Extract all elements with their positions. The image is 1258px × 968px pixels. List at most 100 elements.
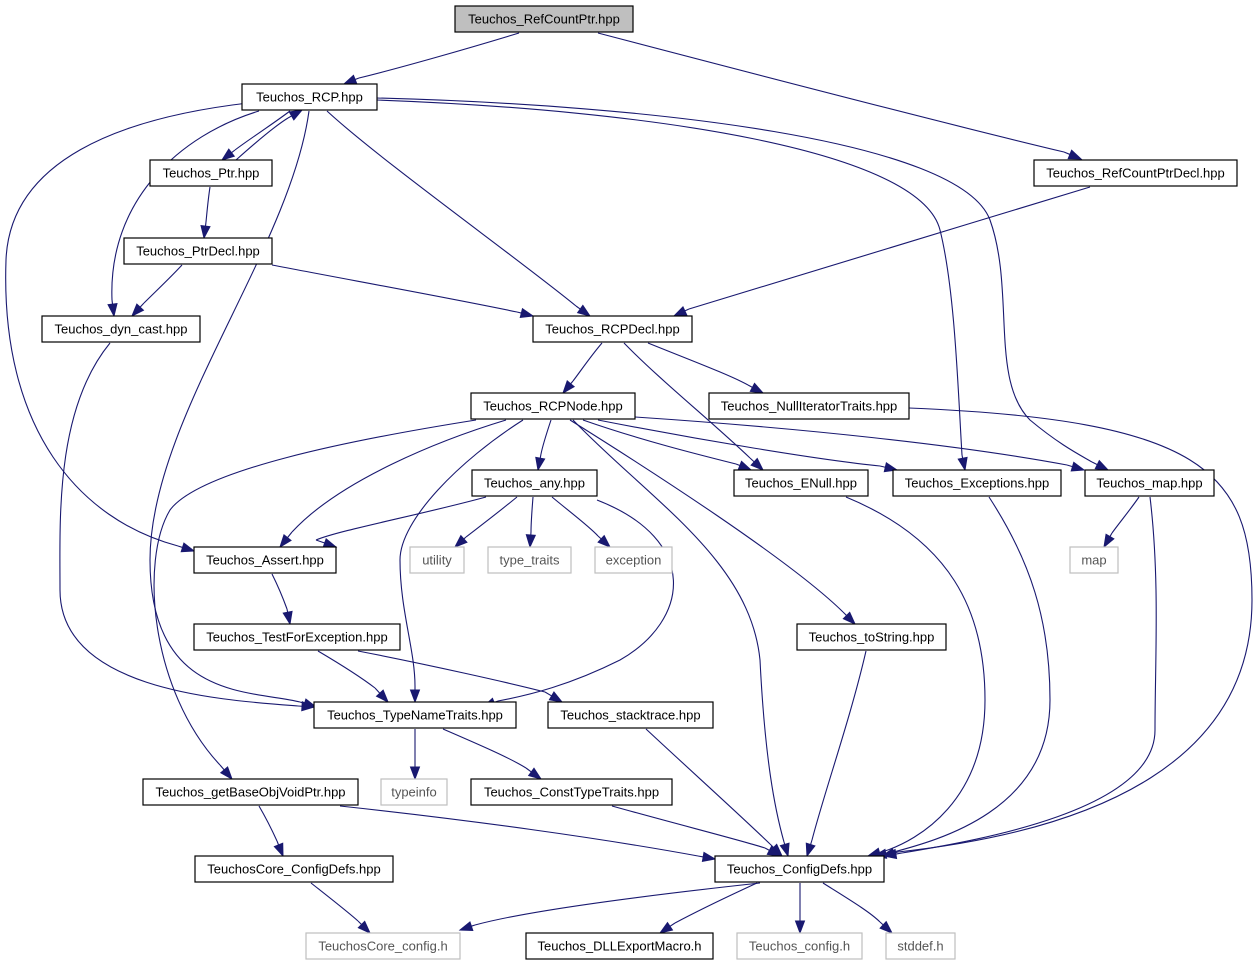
edge-line — [315, 496, 487, 541]
edge-coreconfigdefs-to-coreconfig — [310, 882, 372, 935]
node-map[interactable]: Teuchos_map.hpp — [1084, 469, 1215, 497]
arrowhead — [282, 610, 293, 626]
arrowhead — [1103, 533, 1115, 549]
arrowhead — [701, 851, 717, 862]
node-dllexport[interactable]: Teuchos_DLLExportMacro.h — [525, 932, 714, 960]
node-refcountptrdecl[interactable]: Teuchos_RefCountPtrDecl.hpp — [1033, 159, 1238, 187]
arrowhead — [273, 842, 284, 858]
node-box — [41, 315, 201, 343]
node-consttypetraits[interactable]: Teuchos_ConstTypeTraits.hpp — [470, 778, 673, 806]
arrowhead — [220, 148, 236, 161]
edge-line — [597, 419, 881, 467]
edge-line — [611, 805, 766, 849]
node-configdefs[interactable]: Teuchos_ConfigDefs.hpp — [714, 855, 885, 883]
arrowhead — [301, 701, 316, 712]
arrowhead — [519, 307, 535, 319]
edge-line — [271, 573, 288, 610]
node-testforexc[interactable]: Teuchos_TestForException.hpp — [193, 623, 401, 651]
node-stacktrace[interactable]: Teuchos_stacktrace.hpp — [547, 701, 714, 729]
node-nulliter[interactable]: Teuchos_NullIteratorTraits.hpp — [708, 392, 910, 420]
edge-line — [317, 650, 376, 689]
node-any[interactable]: Teuchos_any.hpp — [471, 469, 598, 497]
edge-line-tail — [749, 457, 755, 463]
arrowhead — [288, 109, 304, 121]
node-label: Teuchos_RefCountPtrDecl.hpp — [1046, 166, 1225, 181]
node-typetraits[interactable]: type_traits — [487, 546, 572, 574]
node-tostring[interactable]: Teuchos_toString.hpp — [796, 623, 947, 651]
edge-refcountptr-to-refcountptrdecl — [597, 32, 1083, 160]
edge-testforexc-to-typenametraits — [317, 650, 389, 704]
edge-line — [153, 419, 477, 766]
edge-rcp-to-assert — [5, 102, 249, 553]
edge-line — [291, 419, 507, 533]
edge-rcpdecl-to-rcpnode — [562, 342, 603, 395]
node-label: Teuchos_ENull.hpp — [745, 476, 857, 491]
edge-line-tail — [764, 847, 770, 851]
node-config[interactable]: Teuchos_config.h — [736, 932, 863, 960]
node-box — [194, 855, 394, 883]
node-label: Teuchos_RCPNode.hpp — [483, 399, 622, 414]
node-typeinfo[interactable]: typeinfo — [380, 778, 448, 806]
arrowhead — [375, 689, 389, 704]
node-box — [892, 469, 1062, 497]
node-label: Teuchos_Ptr.hpp — [163, 166, 260, 181]
node-assert[interactable]: Teuchos_Assert.hpp — [193, 546, 337, 574]
arrowhead — [658, 921, 674, 934]
node-exception[interactable]: exception — [594, 546, 673, 574]
arrowhead — [1067, 149, 1083, 160]
edge-line-tail — [139, 302, 145, 308]
edge-line — [623, 342, 751, 459]
node-label: stddef.h — [897, 939, 943, 954]
node-utility[interactable]: utility — [409, 546, 465, 574]
node-dyncast[interactable]: Teuchos_dyn_cast.hpp — [41, 315, 201, 343]
edge-any-to-utility — [453, 496, 518, 548]
arrowhead — [458, 921, 474, 932]
node-stddef[interactable]: stddef.h — [885, 932, 956, 960]
edge-line — [271, 264, 518, 313]
edge-line — [357, 650, 546, 693]
edge-line-tail — [276, 840, 280, 846]
edge-configdefs-to-config — [794, 883, 806, 935]
edge-line — [258, 805, 278, 842]
edge-map-to-configdefs — [882, 496, 1157, 860]
node-box — [525, 932, 714, 960]
node-coreconfigdefs[interactable]: TeuchosCore_ConfigDefs.hpp — [194, 855, 394, 883]
edge-dyncast-to-typenametraits — [59, 342, 316, 712]
edge-line-tail — [684, 308, 690, 312]
edge-rcpnode-to-any — [535, 419, 552, 472]
node-label: Teuchos_RefCountPtr.hpp — [468, 12, 620, 27]
edge-line-tail — [539, 453, 542, 459]
arrowhead — [527, 767, 543, 780]
edge-typenametraits-to-typeinfo — [409, 729, 421, 781]
arrowhead — [779, 842, 790, 858]
node-rcpdecl[interactable]: Teuchos_RCPDecl.hpp — [532, 315, 693, 343]
edge-any-to-typenametraits — [481, 499, 674, 708]
edge-line-tail — [357, 920, 362, 925]
node-label: Teuchos_DLLExportMacro.h — [537, 939, 701, 954]
edge-rcpnode-to-map — [634, 416, 1086, 472]
node-label: Teuchos_TypeNameTraits.hpp — [327, 708, 503, 723]
edge-line — [551, 496, 599, 537]
node-typenametraits[interactable]: Teuchos_TypeNameTraits.hpp — [313, 701, 517, 729]
edge-line — [376, 99, 963, 456]
edge-line — [572, 342, 603, 382]
edge-line — [582, 419, 737, 465]
node-label: TeuchosCore_config.h — [318, 939, 447, 954]
node-ptrdecl[interactable]: Teuchos_PtrDecl.hpp — [123, 237, 273, 265]
node-refcountptr[interactable]: Teuchos_RefCountPtr.hpp — [454, 5, 634, 33]
edge-line-tail — [471, 924, 476, 927]
node-rcp[interactable]: Teuchos_RCP.hpp — [241, 83, 378, 111]
node-label: Teuchos_RCPDecl.hpp — [545, 322, 679, 337]
edge-line — [442, 728, 527, 769]
node-getbaseobj[interactable]: Teuchos_getBaseObjVoidPtr.hpp — [142, 778, 359, 806]
node-enull[interactable]: Teuchos_ENull.hpp — [733, 469, 869, 497]
node-stdmap[interactable]: map — [1069, 546, 1119, 574]
node-exceptions[interactable]: Teuchos_Exceptions.hpp — [892, 469, 1062, 497]
node-coreconfig[interactable]: TeuchosCore_config.h — [305, 932, 461, 960]
edge-line — [1111, 496, 1140, 534]
edge-line — [845, 496, 986, 853]
node-rcpnode[interactable]: Teuchos_RCPNode.hpp — [470, 392, 636, 420]
node-ptr[interactable]: Teuchos_Ptr.hpp — [149, 159, 273, 187]
node-box — [142, 778, 359, 806]
edge-line-tail — [879, 465, 886, 468]
